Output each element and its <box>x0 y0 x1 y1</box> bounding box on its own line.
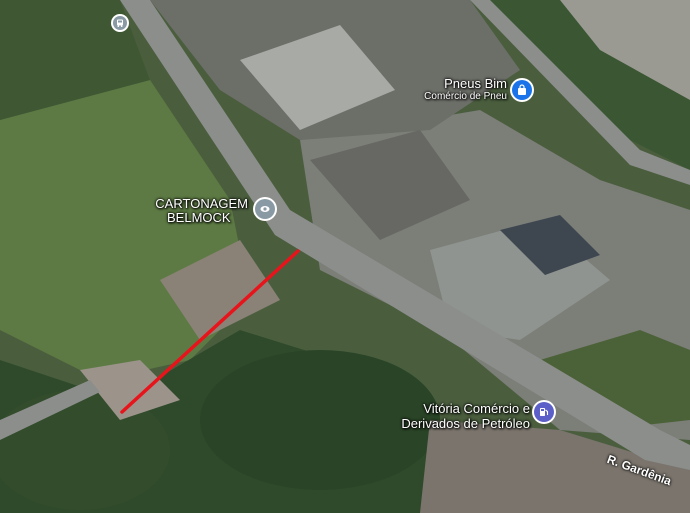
place-label-vitoria[interactable]: Vitória Comércio e Derivados de Petróleo <box>360 402 530 430</box>
place-pin[interactable] <box>255 199 275 219</box>
place-label-cartonagem[interactable]: CARTONAGEM BELMOCK <box>133 197 248 224</box>
place-name-line1: CARTONAGEM <box>155 196 248 211</box>
place-name-line2: Derivados de Petróleo <box>401 415 530 431</box>
shopping-bag-icon <box>518 84 526 95</box>
place-name-line1: Vitória Comércio e <box>423 401 530 416</box>
place-name-line2: BELMOCK <box>167 209 231 225</box>
bus-icon <box>117 19 123 27</box>
gas-station-icon <box>540 408 549 416</box>
route-segment[interactable] <box>120 249 300 414</box>
place-category: Comércio de Pneu <box>424 90 507 102</box>
place-name: Pneus Bim <box>444 76 507 91</box>
transit-icon[interactable] <box>113 16 127 30</box>
place-label-pneus-bim[interactable]: Pneus Bim Comércio de Pneu <box>423 77 507 102</box>
place-pin-icon <box>260 206 270 212</box>
gas-station-pin[interactable] <box>534 402 554 422</box>
shopping-pin[interactable] <box>512 80 532 100</box>
